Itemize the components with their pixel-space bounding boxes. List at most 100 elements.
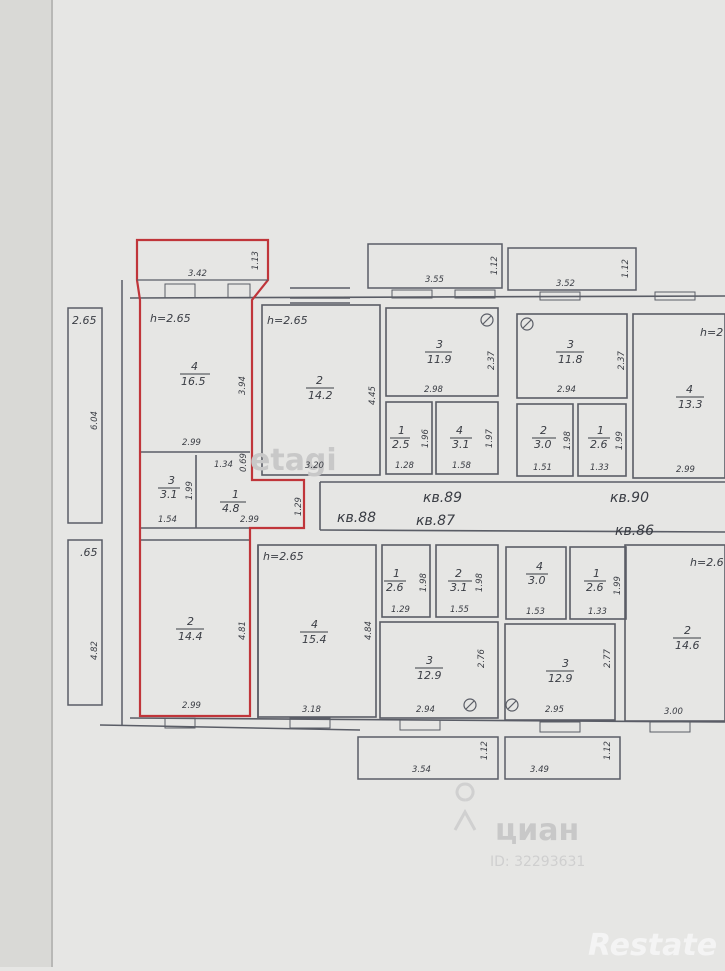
plan-label: 1.12 xyxy=(603,741,613,760)
plan-label: 2.77 xyxy=(603,648,613,668)
plan-label: 2.94 xyxy=(557,385,576,395)
plan-label: 2.76 xyxy=(477,648,487,668)
plan-label: 4.84 xyxy=(364,621,374,640)
plan-label: 3.1 xyxy=(160,488,178,501)
plan-label: 1.58 xyxy=(452,461,472,471)
plan-label: 2.99 xyxy=(182,438,201,448)
plan-label: 2.95 xyxy=(545,705,564,715)
plan-label: 1.34 xyxy=(214,460,233,470)
plan-label: 3 xyxy=(436,338,443,351)
plan-label: 12.9 xyxy=(417,669,442,682)
plan-label: 1.55 xyxy=(450,605,469,615)
plan-label: 1.51 xyxy=(533,463,552,473)
plan-label: 1.98 xyxy=(475,572,485,592)
plan-label: 14.4 xyxy=(178,630,203,643)
plan-label: 1.97 xyxy=(485,428,495,448)
plan-label: 1.13 xyxy=(251,251,261,270)
plan-label: 1.12 xyxy=(490,256,500,275)
apartment-label-86: кв.86 xyxy=(615,523,654,539)
apartment-label-90: кв.90 xyxy=(610,490,649,506)
plan-label: 4.45 xyxy=(368,386,378,405)
plan-label: 3 xyxy=(567,338,574,351)
plan-label: 3.49 xyxy=(530,765,549,775)
plan-label: 2 xyxy=(540,424,547,437)
plan-label: 4 xyxy=(311,618,318,631)
plan-label: 1 xyxy=(232,488,239,501)
plan-label: 6.04 xyxy=(90,411,100,430)
plan-label: 3.18 xyxy=(302,705,322,715)
plan-label: 3.52 xyxy=(556,279,575,289)
vent-symbols xyxy=(463,313,534,712)
plan-label: 1 xyxy=(393,567,400,580)
window-marks xyxy=(164,283,696,733)
plan-label: .65 xyxy=(80,546,98,559)
plan-label: 2.6 xyxy=(586,581,604,594)
plan-label: 11.9 xyxy=(427,353,452,366)
plan-label: циан xyxy=(495,813,579,848)
plan-label: 2 xyxy=(187,615,194,628)
plan-label: 2.99 xyxy=(240,515,259,525)
plan-labels: h=2.65 h=2.65 h=2.65 h=2 h=2.6 2.65 .65 … xyxy=(72,251,724,775)
plan-label: h=2.65 xyxy=(267,314,308,327)
walls xyxy=(129,295,725,723)
plan-label: 4 xyxy=(536,560,543,573)
plan-label: 4 xyxy=(456,424,463,437)
plan-label: 3.0 xyxy=(534,438,552,451)
plan-label: 4.8 xyxy=(222,502,240,515)
plan-label: 3.54 xyxy=(412,765,431,775)
plan-label: 1.98 xyxy=(563,430,573,450)
plan-label: 2.98 xyxy=(424,385,444,395)
plan-label: 2.94 xyxy=(416,705,435,715)
plan-label: 3.42 xyxy=(188,269,207,279)
plan-label: 1.29 xyxy=(391,605,410,615)
plan-label: 1.99 xyxy=(185,481,195,500)
cian-logo-icon xyxy=(453,782,477,831)
plan-label: 2.6 xyxy=(386,581,404,594)
plan-label: 4 xyxy=(191,360,198,373)
plan-label: 3.0 xyxy=(528,574,546,587)
plan-label: 1.33 xyxy=(590,463,609,473)
plan-label: 1 xyxy=(593,567,600,580)
plan-label: 1.99 xyxy=(613,576,623,595)
plan-label: 2 xyxy=(316,374,323,387)
plan-label: 3 xyxy=(426,654,433,667)
plan-label: 4.81 xyxy=(238,621,248,640)
plan-label: 3 xyxy=(562,657,569,670)
plan-label: 3.55 xyxy=(425,275,444,285)
plan-label: 12.9 xyxy=(548,672,573,685)
plan-label: 1.96 xyxy=(421,428,431,448)
plan-label: 2.99 xyxy=(676,465,695,475)
plan-label: 0.69 xyxy=(239,453,249,472)
plan-label: 2.37 xyxy=(487,350,497,370)
plan-label: 1.98 xyxy=(419,572,429,592)
plan-label: 2.5 xyxy=(392,438,410,451)
plan-label: 1 xyxy=(398,424,405,437)
plan-label: 3 xyxy=(168,474,175,487)
plan-label: 3.00 xyxy=(664,707,683,717)
plan-label: 2.65 xyxy=(72,314,97,327)
plan-label: 1.28 xyxy=(395,461,415,471)
plan-label: 15.4 xyxy=(302,633,327,646)
plan-label: 1.99 xyxy=(615,431,625,450)
plan-label: 2 xyxy=(455,567,462,580)
apartment-label-87: кв.87 xyxy=(416,513,455,529)
plan-label: 1.29 xyxy=(294,497,304,516)
plan-label: 13.3 xyxy=(678,398,703,411)
plan-label: h=2 xyxy=(700,326,723,339)
watermark-cian: циан ID: 32293631 xyxy=(453,782,585,870)
watermark-etagi: etagi xyxy=(250,443,337,478)
plan-label: 3.94 xyxy=(238,376,248,395)
plan-label: ID: 32293631 xyxy=(490,854,585,870)
plan-label: 3.20 xyxy=(305,461,324,471)
plan-label: 1.54 xyxy=(158,515,177,525)
plan-label: 1 xyxy=(597,424,604,437)
apartment-label-88: кв.88 xyxy=(337,510,376,526)
watermark-restate: Restate xyxy=(588,928,717,963)
plan-label: 14.6 xyxy=(675,639,700,652)
plan-label: 4 xyxy=(686,383,693,396)
plan-label: 11.8 xyxy=(558,353,583,366)
plan-label: 3.1 xyxy=(450,581,468,594)
plan-label: h=2.65 xyxy=(150,312,191,325)
